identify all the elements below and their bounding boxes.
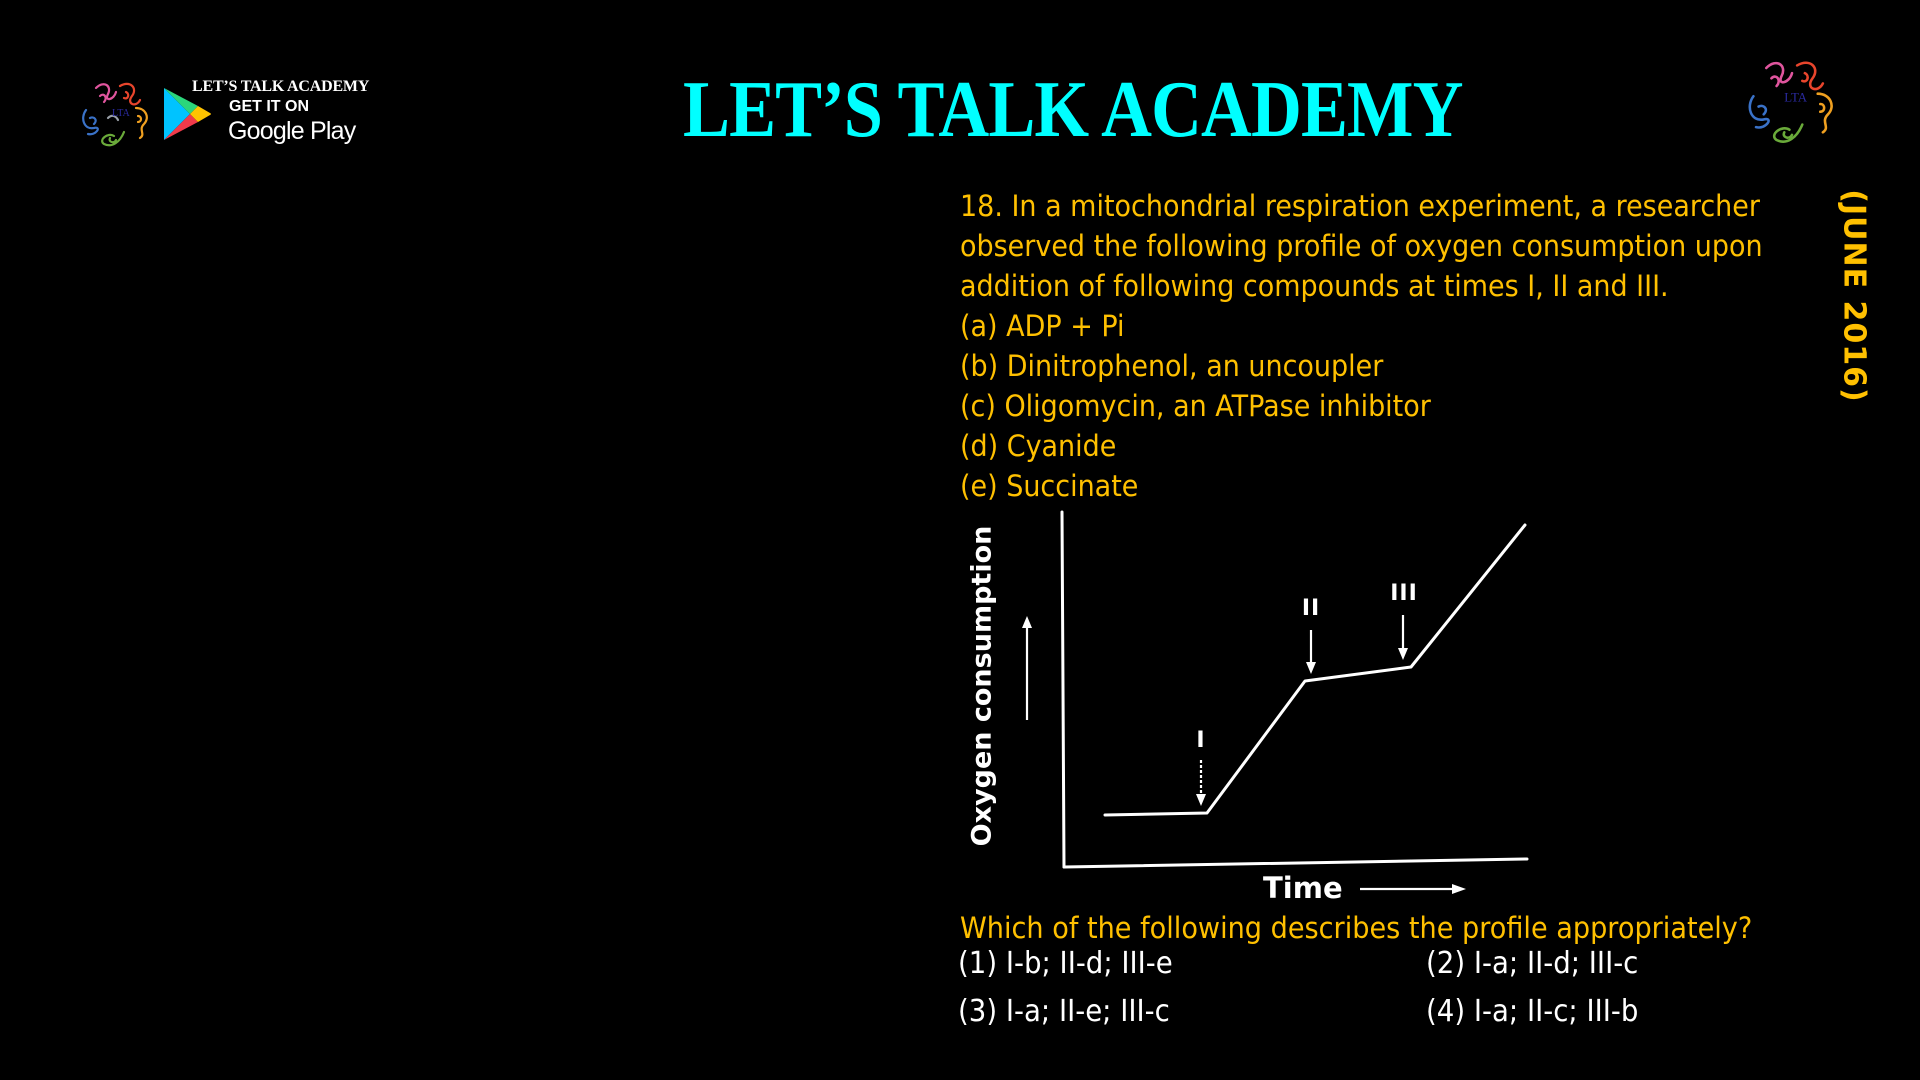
compound-item-d: (d) Cyanide xyxy=(960,429,1117,463)
lta-logo-left: LTA xyxy=(74,74,158,158)
google-play-icon[interactable] xyxy=(160,84,212,144)
page-title: LET’S TALK ACADEMY xyxy=(683,66,1463,154)
marker-label-II: II xyxy=(1301,596,1321,621)
compound-item-e: (e) Succinate xyxy=(960,469,1139,503)
question-block: 18. In a mitochondrial respiration exper… xyxy=(960,186,1840,506)
protein-logo-icon: LTA xyxy=(1748,61,1833,143)
compound-item-c: (c) Oligomycin, an ATPase inhibitor xyxy=(960,389,1431,423)
badge-store-name[interactable]: Google Play xyxy=(228,117,356,145)
oxygen-trace xyxy=(1103,523,1527,817)
protein-logo-icon: LTA xyxy=(82,82,148,147)
exam-session-tag: (JUNE 2016) xyxy=(1836,189,1872,403)
badge-brand-text: LET’S TALK ACADEMY xyxy=(192,78,370,95)
badge-get-it-on[interactable]: GET IT ON xyxy=(229,98,309,115)
answer-option-1[interactable]: (1) I-b; II-d; III-e xyxy=(958,946,1173,981)
svg-text:LTA: LTA xyxy=(112,108,130,119)
question-line: 18. In a mitochondrial respiration exper… xyxy=(960,189,1760,223)
y-axis xyxy=(1060,510,1066,869)
answer-option-3[interactable]: (3) I-a; II-e; III-c xyxy=(958,994,1170,1029)
compound-item-b: (b) Dinitrophenol, an uncoupler xyxy=(960,349,1384,383)
question-prompt: Which of the following describes the pro… xyxy=(960,911,1753,945)
question-line: observed the following profile of oxygen… xyxy=(960,229,1763,263)
y-axis-label: Oxygen consumption xyxy=(966,525,998,847)
answer-option-4[interactable]: (4) I-a; II-c; III-b xyxy=(1426,994,1639,1029)
x-axis-label: Time xyxy=(1263,871,1343,905)
compound-item-a: (a) ADP + Pi xyxy=(960,309,1125,343)
x-axis xyxy=(1062,857,1529,869)
svg-text:LTA: LTA xyxy=(1784,90,1807,104)
question-line: addition of following compounds at times… xyxy=(960,269,1669,303)
answer-option-2[interactable]: (2) I-a; II-d; III-c xyxy=(1426,946,1639,981)
marker-label-I: I xyxy=(1196,728,1206,753)
marker-label-III: III xyxy=(1390,581,1418,606)
lta-logo-right: LTA xyxy=(1738,50,1846,158)
